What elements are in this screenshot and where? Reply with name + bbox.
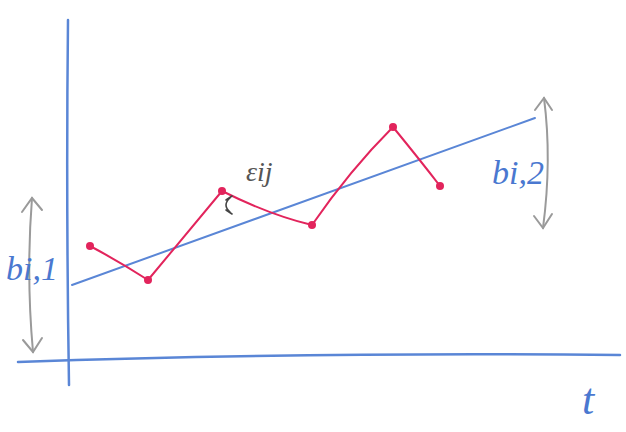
intercept-label: bi,1 xyxy=(6,252,58,286)
x-axis xyxy=(18,354,620,362)
y-axis xyxy=(67,20,69,385)
observation-line xyxy=(90,127,440,280)
slope-label: bi,2 xyxy=(492,156,544,190)
trend-line xyxy=(72,118,535,285)
residual-mark xyxy=(226,196,232,214)
error-label: εij xyxy=(246,158,273,186)
axis-label: t xyxy=(582,378,594,422)
observation-points xyxy=(86,123,444,284)
